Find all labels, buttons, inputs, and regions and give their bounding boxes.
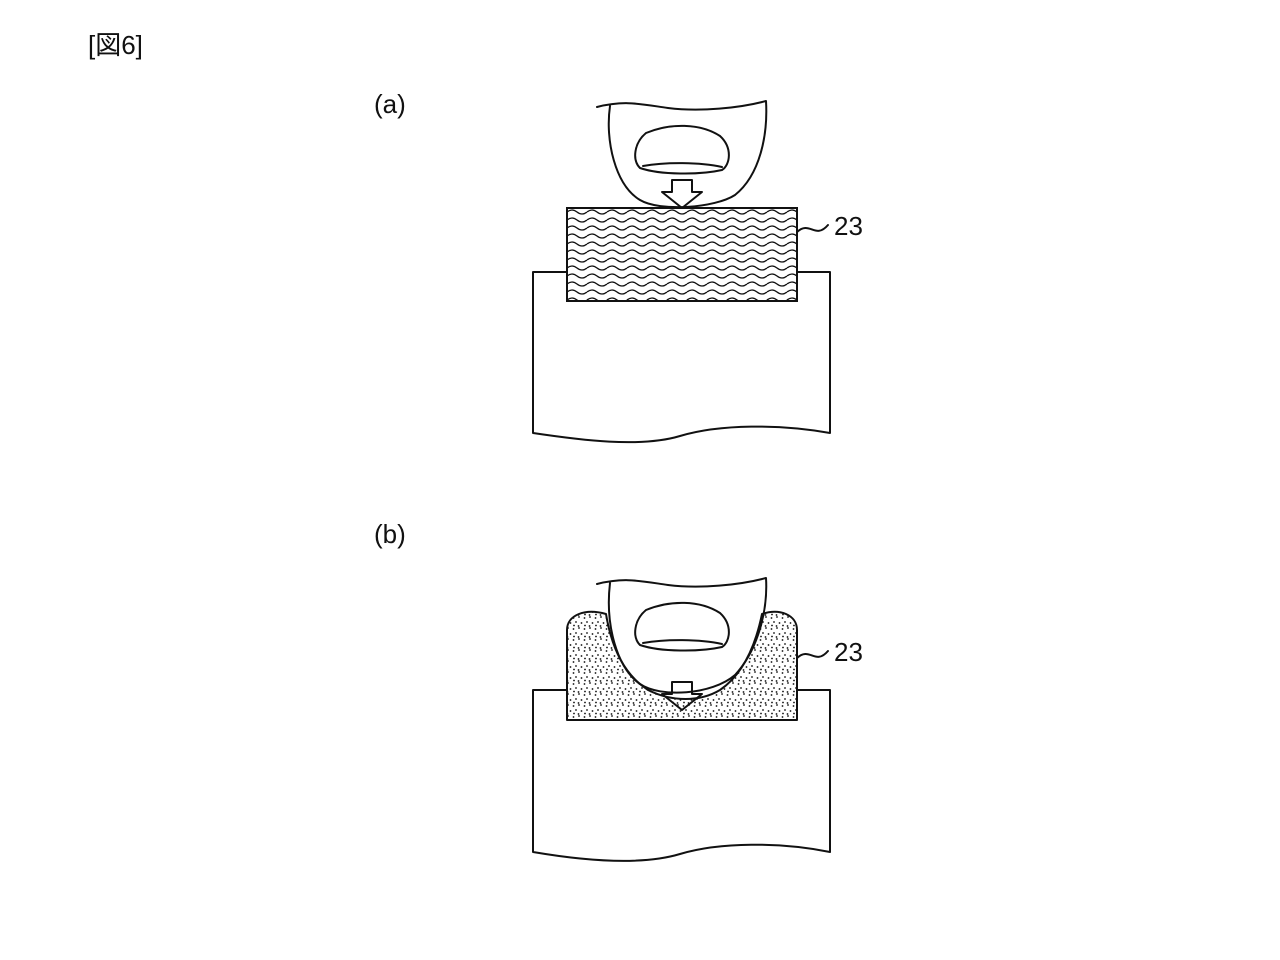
panel-a-finger-outline — [596, 100, 768, 209]
panel-b-pad — [566, 610, 798, 721]
panel-b-fingernail — [634, 601, 730, 652]
panel-b-fingernail-tip — [642, 639, 723, 645]
panel-a: (a) 23 — [374, 89, 863, 444]
panel-a-reference-number: 23 — [834, 211, 863, 241]
panel-a-press-arrow-icon — [661, 179, 703, 209]
panel-a-pad — [566, 207, 798, 302]
panel-a-label: (a) — [374, 89, 406, 119]
panel-b-press-arrow-icon — [661, 681, 703, 711]
figure-title: [図6] — [88, 30, 143, 60]
panel-b-finger-outline — [596, 577, 768, 694]
panel-b-base-block — [532, 689, 831, 862]
panel-b-label: (b) — [374, 519, 406, 549]
panel-a-fingernail-tip — [642, 162, 723, 168]
panel-b-leader-line — [796, 650, 829, 659]
panel-a-base-block — [532, 271, 831, 444]
panel-b: (b) 23 — [374, 519, 863, 862]
panel-a-fingernail — [634, 124, 730, 175]
panel-a-leader-line — [796, 224, 829, 233]
panel-b-reference-number: 23 — [834, 637, 863, 667]
